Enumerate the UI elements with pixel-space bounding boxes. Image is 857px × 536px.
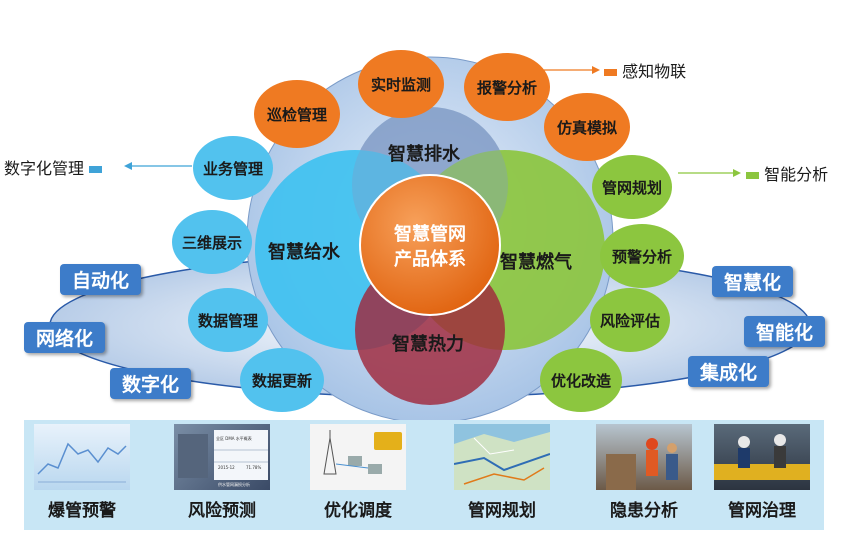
smart-analysis-legend-mark bbox=[746, 172, 759, 179]
caption-network-governance: 管网治理 bbox=[728, 501, 796, 521]
side-label-smart-analysis-text: 智能分析 bbox=[764, 165, 829, 184]
side-label-smart-analysis: 智能分析 bbox=[746, 161, 828, 185]
thumb-risk-bottom-text: 供水管网漏损分析 bbox=[218, 482, 250, 487]
thumb-risk-header-text: 全区 DMA 水平概表 bbox=[216, 436, 252, 441]
thumb-hazard-analysis bbox=[596, 424, 692, 490]
thumb-risk-cell-date: 2015-12 bbox=[218, 465, 235, 470]
side-label-digital-mgmt: 数字化管理 bbox=[4, 155, 103, 179]
center-title-line1: 智慧管网 bbox=[394, 224, 466, 245]
caption-optimized-dispatch: 优化调度 bbox=[324, 501, 392, 521]
thumb-network-governance-photo-icon bbox=[714, 434, 810, 480]
caption-network-planning: 管网规划 bbox=[468, 501, 536, 521]
thumb-optimized-dispatch-diagram-icon bbox=[323, 430, 402, 475]
thumb-risk-cell-value: 71.78% bbox=[246, 465, 262, 470]
thumb-burst-warning-chart-icon bbox=[37, 442, 127, 483]
thumb-network-planning-map-icon bbox=[454, 432, 550, 490]
bubble-risk-assessment: 风险评估 bbox=[590, 288, 670, 352]
bubble-data-mgmt: 数据管理 bbox=[188, 288, 268, 352]
caption-hazard-analysis: 隐患分析 bbox=[610, 501, 678, 521]
venn-label-water-supply: 智慧给水 bbox=[268, 242, 340, 263]
bubble-business-mgmt: 业务管理 bbox=[193, 136, 273, 200]
bubble-3d-display: 三维展示 bbox=[172, 210, 252, 274]
bubble-network-planning: 管网规划 bbox=[592, 155, 672, 219]
bubble-data-update: 数据更新 bbox=[240, 348, 324, 412]
venn-label-gas: 智慧燃气 bbox=[500, 252, 572, 273]
arrow-digital-mgmt-head bbox=[124, 162, 132, 170]
side-label-sensing-text: 感知物联 bbox=[622, 62, 687, 81]
digital-mgmt-legend-mark bbox=[89, 166, 103, 173]
arrow-smart-analysis-head bbox=[733, 169, 741, 177]
thumb-risk-prediction-table-icon bbox=[178, 430, 268, 480]
bubble-simulation: 仿真模拟 bbox=[544, 93, 630, 161]
bubble-optimization: 优化改造 bbox=[540, 348, 622, 412]
center-title-line2: 产品体系 bbox=[394, 249, 466, 270]
center-circle bbox=[359, 174, 501, 316]
venn-label-heating: 智慧热力 bbox=[392, 334, 464, 355]
bubble-realtime-monitor: 实时监测 bbox=[358, 50, 444, 118]
tag-networking: 网络化 bbox=[24, 322, 106, 353]
arrow-sensing-head bbox=[592, 66, 600, 74]
bubble-alarm-analysis: 报警分析 bbox=[464, 53, 550, 121]
venn-label-drainage: 智慧排水 bbox=[388, 144, 460, 165]
thumb-risk-prediction: 全区 DMA 水平概表 2015-12 71.78% 供水管网漏损分析 bbox=[174, 424, 270, 490]
thumb-optimized-dispatch bbox=[310, 424, 406, 490]
tag-digitization: 数字化 bbox=[110, 368, 192, 399]
tag-automation: 自动化 bbox=[60, 264, 142, 295]
tag-integration: 集成化 bbox=[688, 356, 770, 387]
sensing-legend-mark bbox=[604, 69, 617, 76]
side-label-sensing: 感知物联 bbox=[604, 58, 686, 82]
application-panel: 爆管预警 全区 DMA 水平概表 2015-12 71.78% 供水管网漏损分析… bbox=[24, 420, 824, 530]
thumb-network-governance bbox=[714, 424, 810, 490]
tag-smartization: 智慧化 bbox=[712, 266, 794, 297]
bubble-inspection: 巡检管理 bbox=[254, 80, 340, 148]
center-title: 智慧管网 产品体系 bbox=[360, 222, 500, 272]
side-label-digital-mgmt-text: 数字化管理 bbox=[4, 159, 85, 178]
thumb-hazard-analysis-photo-icon bbox=[606, 438, 678, 490]
caption-risk-prediction: 风险预测 bbox=[188, 501, 256, 521]
tag-intelligence: 智能化 bbox=[744, 316, 826, 347]
bubble-early-warning: 预警分析 bbox=[600, 224, 684, 288]
caption-burst-warning: 爆管预警 bbox=[48, 501, 116, 521]
thumb-network-planning bbox=[454, 424, 550, 490]
thumb-burst-warning bbox=[34, 424, 130, 490]
